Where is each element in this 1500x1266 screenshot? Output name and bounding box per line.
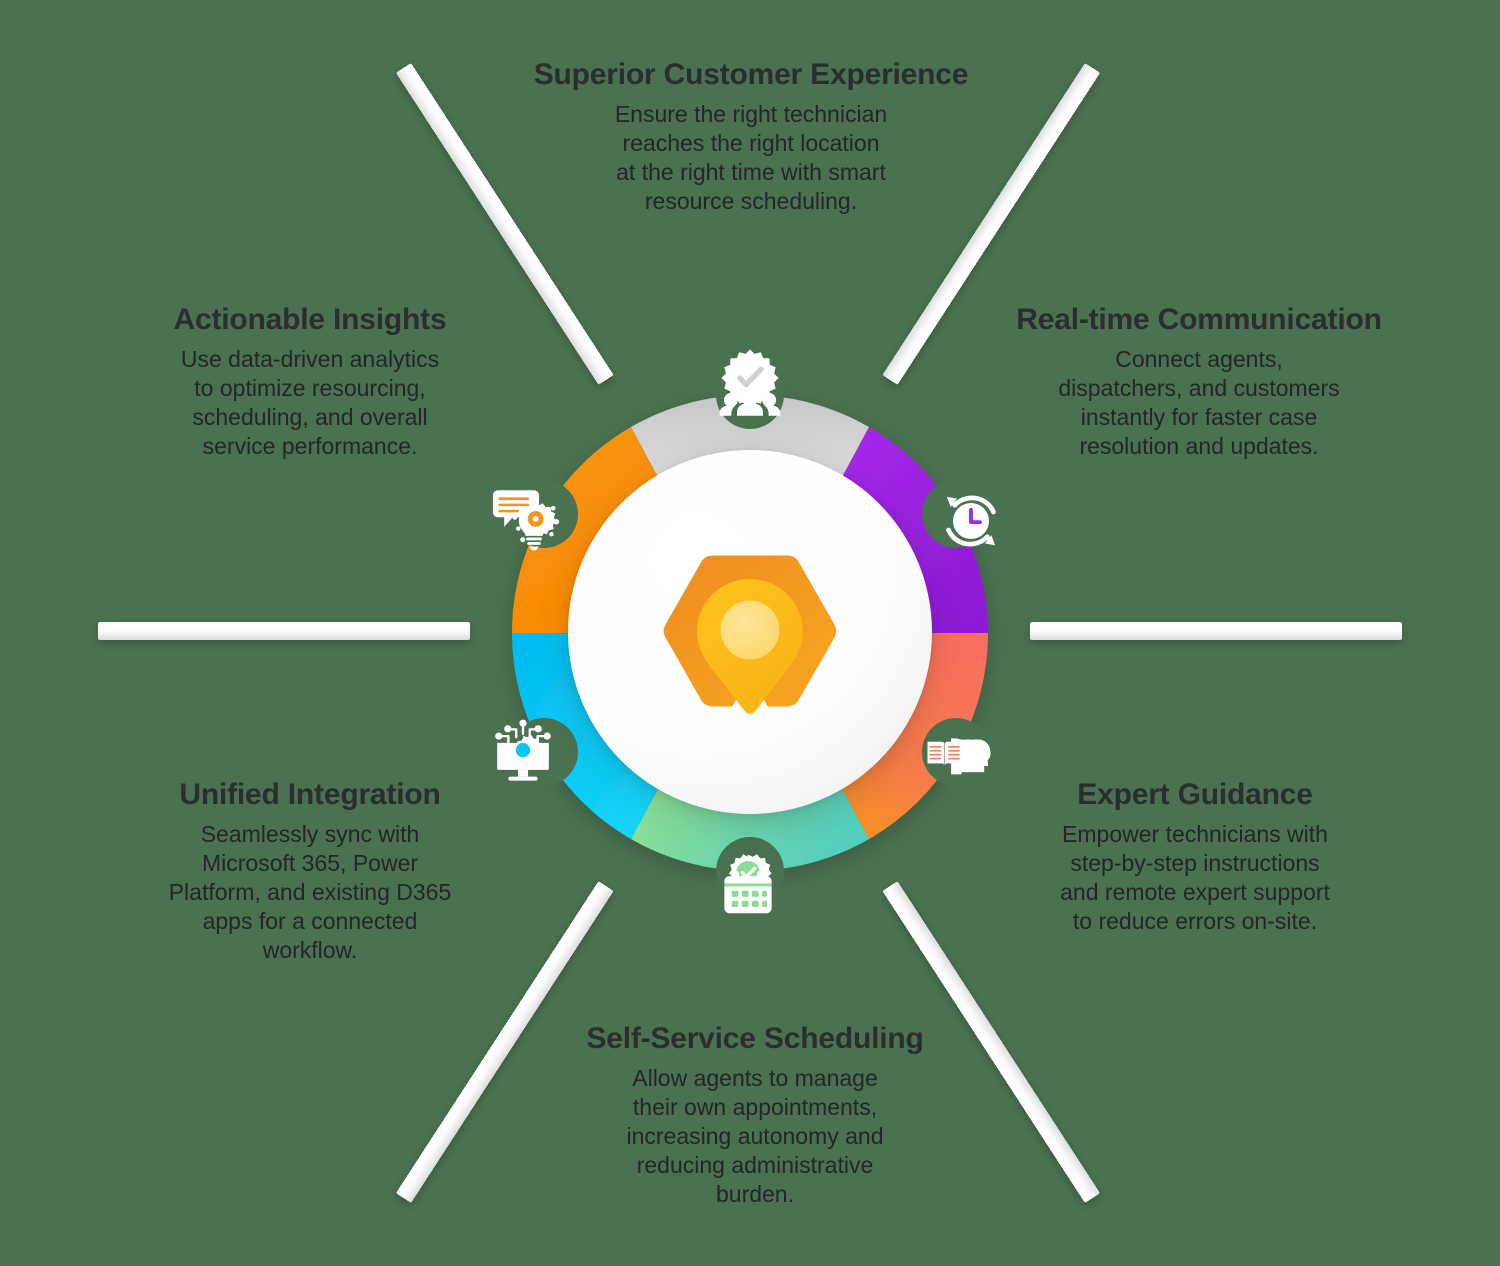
spoke-bottom-left [396,881,613,1203]
spoke-bottom-right [883,881,1100,1203]
clock-refresh-icon [935,485,1007,557]
spoke-right [1030,622,1402,640]
calendar-gear-check-icon [712,848,784,920]
segment-real-time-communication[interactable] [825,427,988,633]
block-body: Ensure the right technician reaches the … [614,100,888,215]
heads-open-book-icon [923,717,995,789]
block-body: Allow agents to manage their own appoint… [626,1064,884,1208]
spoke-top-right [883,63,1100,385]
people-badge-check-icon [714,346,786,418]
hexagon-map-pin-logo [663,555,837,714]
spoke-top-left [396,63,613,385]
segment-actionable-insights[interactable] [512,427,675,633]
block-title: Actionable Insights [173,303,447,336]
block-actionable-insights: Actionable Insights Use data-driven anal… [140,303,480,461]
center-hub [568,450,932,814]
spoke-left [98,622,470,640]
block-unified-integration: Unified Integration Seamlessly sync with… [140,778,480,966]
block-body: Connect agents, dispatchers, and custome… [1058,345,1340,460]
block-body: Empower technicians with step-by-step in… [1060,820,1330,935]
block-title: Superior Customer Experience [533,58,969,91]
block-expert-guidance: Expert Guidance Empower technicians with… [1020,778,1370,936]
segment-expert-guidance[interactable] [825,633,988,839]
chat-bulb-gear-icon [489,479,561,551]
block-body: Seamlessly sync with Microsoft 365, Powe… [168,820,452,964]
spoke-group [98,63,1402,1203]
block-body: Use data-driven analytics to optimize re… [180,345,440,460]
block-superior-customer-experience: Superior Customer Experience Ensure the … [505,58,997,216]
block-real-time-communication: Real-time Communication Connect agents, … [1010,303,1388,461]
block-title: Expert Guidance [1077,778,1313,811]
center-logo [568,450,932,814]
block-self-service-scheduling: Self-Service Scheduling Allow agents to … [560,1022,950,1210]
monitor-gear-circuit-icon [487,717,559,789]
block-title: Self-Service Scheduling [586,1022,924,1055]
logo-inner-dot [720,600,780,660]
segment-unified-integration[interactable] [512,633,675,839]
block-title: Real-time Communication [1016,303,1382,336]
block-title: Unified Integration [179,778,441,811]
